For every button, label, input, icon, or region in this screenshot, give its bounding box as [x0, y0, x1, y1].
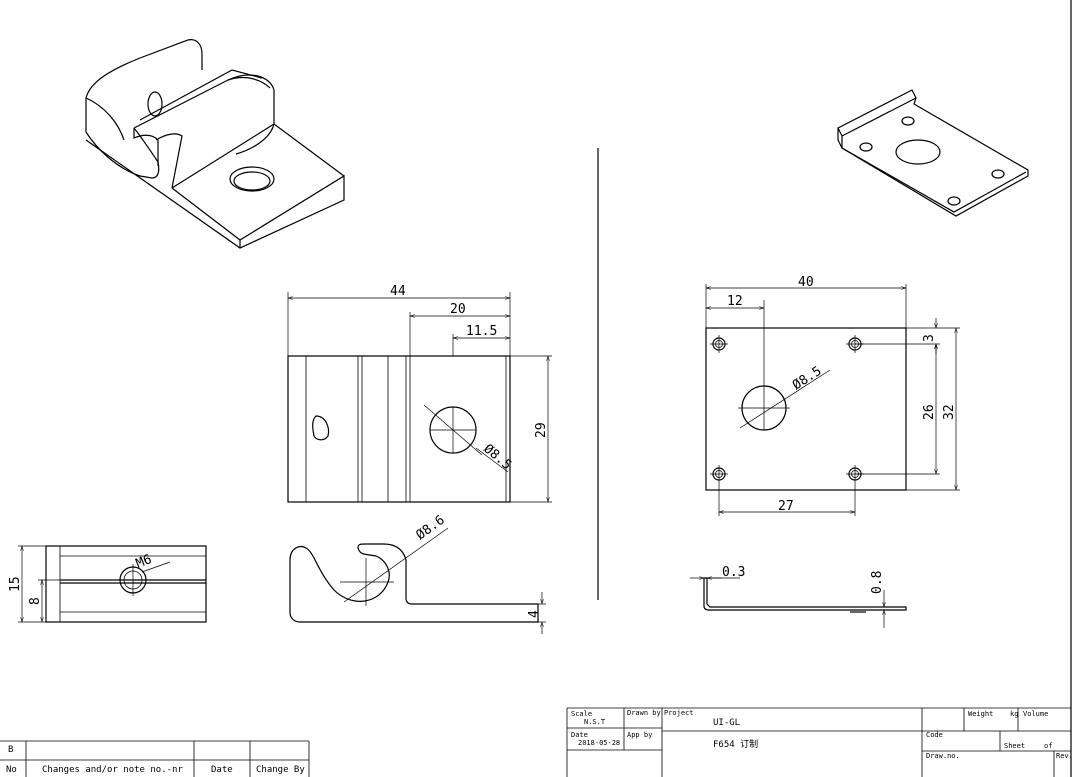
- draw-no-label: Draw.no.: [926, 752, 960, 760]
- isometric-plate-view: [837, 89, 1029, 217]
- dim-44: 44: [390, 284, 406, 299]
- of-label: of: [1044, 742, 1053, 750]
- part-value: F654 订制: [713, 740, 759, 750]
- rev-changes-label: Changes and/or note no.-nr: [42, 765, 183, 775]
- project-label: Project: [664, 709, 694, 717]
- scale-label: Scale: [571, 710, 593, 718]
- dim-0-8: 0.8: [870, 571, 885, 594]
- rev-date-label: Date: [211, 765, 233, 775]
- project-value: UI-GL: [713, 718, 741, 728]
- dim-40: 40: [798, 275, 814, 290]
- isometric-bracket-view: [85, 39, 345, 249]
- front-view-dimensions: 44 20 11.5 29 Ø8.5: [287, 284, 552, 503]
- plate-front-view: [705, 300, 907, 516]
- weight-label: Weight: [968, 710, 994, 718]
- title-block-lines: [566, 707, 1071, 777]
- dim-3: 3: [922, 334, 937, 342]
- code-label: Code: [926, 731, 943, 739]
- dim-12: 12: [727, 294, 743, 309]
- front-view: [287, 355, 511, 503]
- dim-4: 4: [527, 610, 542, 618]
- drawn-by-label: Drawn by: [627, 709, 661, 717]
- dim-dia-8-5-front: Ø8.5: [480, 442, 514, 474]
- revision-letter: B: [8, 745, 14, 755]
- dim-m6: M6: [134, 552, 154, 572]
- profile-view: Ø8.6 4: [289, 513, 546, 634]
- rev-no-label: No: [6, 765, 17, 775]
- dim-0-3: 0.3: [722, 565, 745, 580]
- dim-32: 32: [942, 404, 957, 420]
- scale-value: N.S.T: [584, 718, 606, 726]
- volume-label: Volume: [1023, 710, 1049, 718]
- date-label: Date: [571, 731, 588, 739]
- plate-side-view: 0.3 0.8: [690, 565, 907, 628]
- plate-hole-bl: [710, 465, 728, 516]
- sheet-label: Sheet: [1004, 742, 1026, 750]
- dim-dia-8-6: Ø8.6: [414, 513, 448, 544]
- rev-change-by-label: Change By: [256, 765, 305, 775]
- rev-label: Rev.: [1056, 752, 1073, 760]
- dim-dia-8-5-plate: Ø8.5: [790, 364, 824, 394]
- date-value: 2018-05-28: [578, 739, 621, 747]
- dim-8: 8: [28, 597, 43, 605]
- dim-26: 26: [922, 404, 937, 420]
- plate-front-dimensions: 40 12 Ø8.5 3 26 32 27: [705, 275, 960, 514]
- dim-11-5: 11.5: [466, 324, 497, 339]
- side-view: 15 8 M6: [8, 545, 207, 623]
- kg-label: kg: [1010, 710, 1019, 718]
- revision-table-lines: [0, 740, 310, 777]
- dim-15: 15: [8, 576, 23, 592]
- dim-29: 29: [534, 422, 549, 438]
- app-by-label: App by: [627, 731, 653, 739]
- plate-hole-tl: [710, 335, 728, 353]
- dim-20: 20: [450, 302, 466, 317]
- dim-27: 27: [778, 499, 794, 514]
